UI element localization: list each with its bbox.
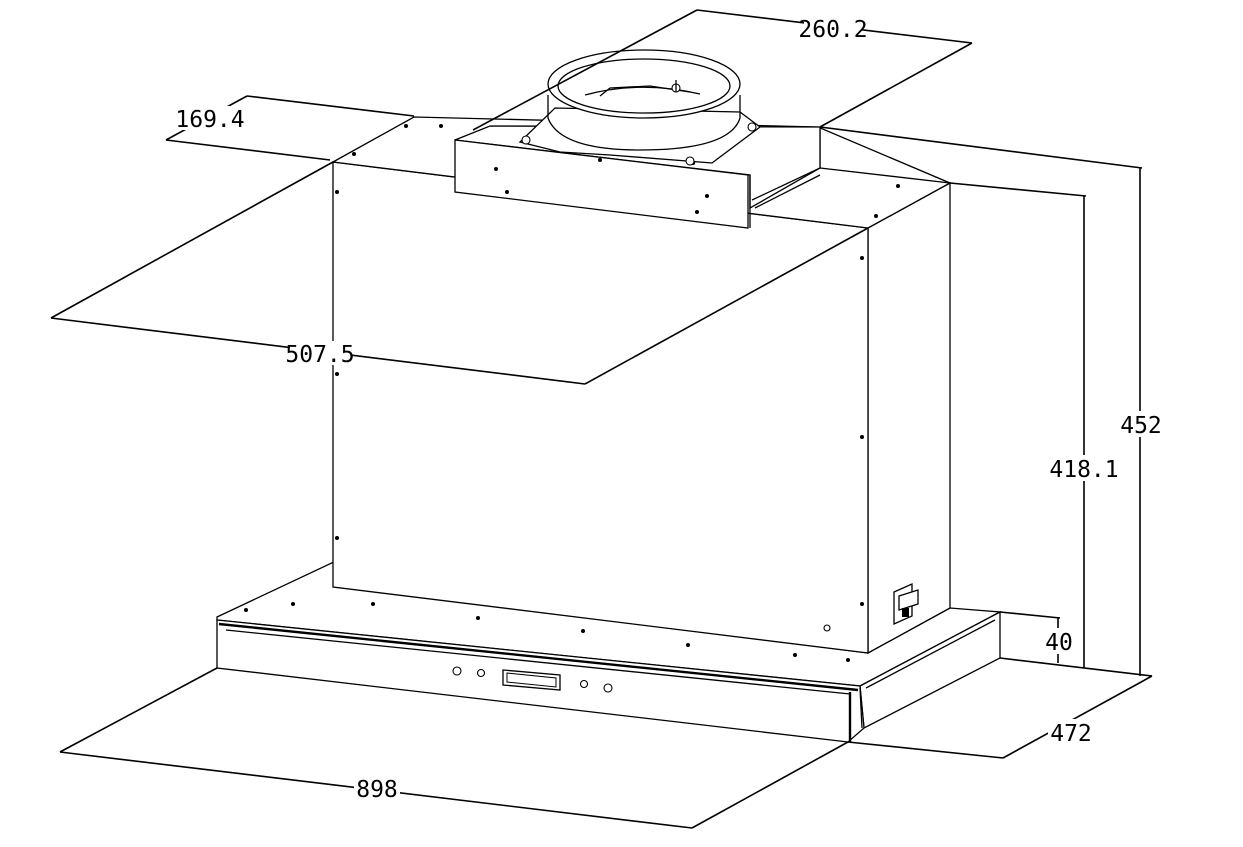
chimney-right-side <box>867 181 951 655</box>
dim-canopy-width: 898 <box>356 777 398 803</box>
dimension-lines <box>50 9 1153 829</box>
power-button-icon <box>452 666 462 676</box>
display-inner <box>506 672 557 688</box>
dim-duct-depth: 169.4 <box>175 107 244 133</box>
dim-chimney-width: 507.5 <box>285 342 354 368</box>
dim-total-height: 452 <box>1120 413 1162 439</box>
duct-collar <box>518 49 762 166</box>
display-window <box>502 669 561 691</box>
chimney-front-face <box>332 161 869 654</box>
power-socket-icon <box>893 582 919 626</box>
bracket-front-plate <box>454 139 749 229</box>
dim-canopy-depth: 472 <box>1050 721 1092 747</box>
dimension-labels: 260.2 169.4 507.5 452 418.1 40 472 898 <box>175 16 1163 803</box>
control-panel <box>452 666 613 693</box>
light-button-icon <box>579 679 589 689</box>
timer-button-icon <box>603 683 613 693</box>
dim-duct-width: 260.2 <box>798 17 867 43</box>
dim-canopy-height: 40 <box>1045 630 1073 656</box>
fan-button-icon <box>476 668 486 678</box>
dim-chimney-height: 418.1 <box>1049 457 1118 483</box>
